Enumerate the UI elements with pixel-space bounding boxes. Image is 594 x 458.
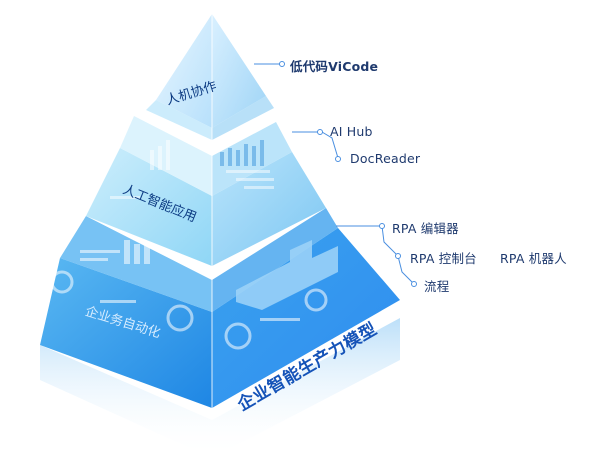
tier-top [146, 14, 274, 140]
callout-dot-ai-hub [317, 129, 323, 135]
callout-rpa-console: RPA 控制台 [410, 251, 477, 266]
callout-ai-hub: AI Hub [330, 124, 373, 139]
callout-dot-rpa-editor [379, 223, 385, 229]
callout-rpa-robot: RPA 机器人 [500, 251, 567, 266]
reflection [40, 318, 400, 458]
tier-bottom [40, 208, 400, 408]
callout-docreader: DocReader [350, 151, 421, 166]
callout-dot-docreader [335, 156, 341, 162]
callout-dot-top [279, 61, 285, 67]
callout-dot-rpa-console [395, 253, 401, 259]
callout-rpa-editor: RPA 编辑器 [392, 221, 459, 236]
callout-dot-flow [411, 281, 417, 287]
callout-flow: 流程 [424, 279, 450, 294]
callout-vicode: 低代码ViCode [290, 59, 379, 74]
connector-lines [254, 63, 415, 285]
tier-middle [86, 116, 326, 266]
